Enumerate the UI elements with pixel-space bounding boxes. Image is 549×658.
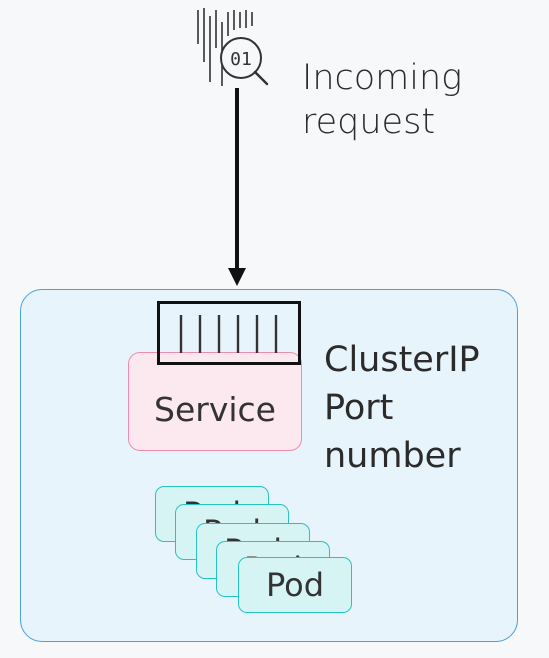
service-box <box>128 352 302 451</box>
pod-box-5: Pod <box>238 557 352 613</box>
port-icon <box>157 301 301 365</box>
clusterip-label-line3: number <box>324 436 461 476</box>
pod-label: Pod <box>265 566 325 604</box>
clusterip-label: ClusterIP Port number <box>324 336 480 480</box>
service-label: Service <box>154 390 276 429</box>
incoming-label-line1: Incoming <box>302 58 463 98</box>
request-arrow <box>228 88 246 286</box>
request-packet-icon: 01 <box>197 8 269 86</box>
clusterip-label-line2: Port <box>324 388 394 428</box>
incoming-request-label: Incoming request <box>302 56 462 144</box>
incoming-label-line2: request <box>302 102 436 142</box>
request-badge: 01 <box>230 49 252 70</box>
clusterip-label-line1: ClusterIP <box>324 340 480 380</box>
